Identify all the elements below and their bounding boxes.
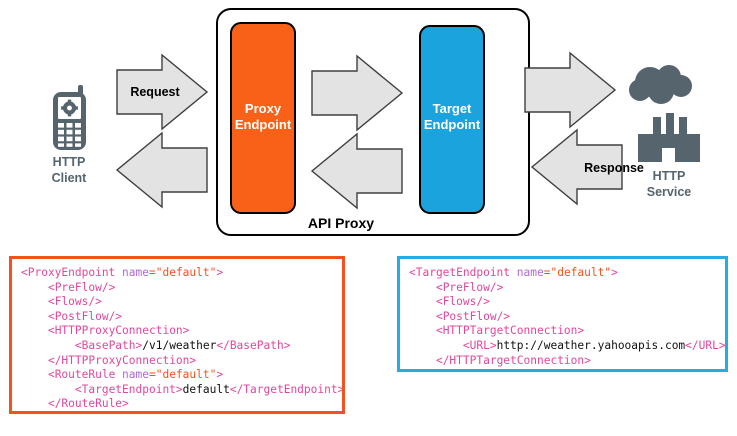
code-token-tag: </BasePath> (216, 338, 291, 352)
code-token-tag: <URL> (462, 338, 497, 352)
cloud-factory-icon (629, 65, 700, 162)
code-token-tag: </TargetEndpoint> (409, 368, 524, 369)
client-inbound-arrow (115, 131, 208, 209)
http-client-label-line2: Client (52, 171, 88, 185)
code-token-tag: <HTTPTargetConnection> (435, 324, 585, 338)
code-token-attr: name (122, 368, 149, 382)
proxy-endpoint-code-block[interactable]: <ProxyEndpoint name="default"> <PreFlow/… (9, 256, 345, 414)
code-token-tag: > (216, 368, 224, 382)
code-token-txt (21, 368, 48, 381)
code-line: <HTTPProxyConnection> (21, 324, 334, 339)
mobile-phone-gear-icon (53, 85, 86, 150)
code-token-txt (21, 295, 48, 308)
code-token-txt (409, 354, 436, 367)
code-token-tag: </URL> (685, 338, 726, 352)
code-token-txt (409, 339, 463, 352)
target-endpoint-label-line2: Endpoint (424, 117, 481, 132)
target-endpoint-label-line1: Target (433, 101, 472, 116)
http-service-label-line2: Service (647, 185, 692, 199)
code-token-tag: <PreFlow/> (47, 280, 116, 294)
code-token-txt: /v1/weather (142, 338, 217, 352)
code-line: <Flows/> (21, 295, 334, 310)
code-token-txt (21, 354, 48, 367)
code-token-txt (21, 281, 48, 294)
code-token-tag: > (216, 266, 224, 279)
code-line: <BasePath>/v1/weather</BasePath> (21, 339, 334, 354)
code-token-tag: </ProxyEndpoint> (21, 412, 129, 414)
code-token-tag: <PreFlow/> (435, 280, 504, 294)
proxy-endpoint-label-line2: Endpoint (235, 117, 292, 132)
code-token-val: ="default" (149, 266, 217, 279)
code-line: <TargetEndpoint>default</TargetEndpoint> (21, 382, 342, 398)
code-token-tag: <TargetEndpoint (409, 266, 517, 279)
code-token-tag: <PostFlow/> (47, 309, 123, 323)
code-token-txt (409, 310, 436, 323)
code-token-tag: <RouteRule (47, 368, 123, 382)
service-inbound-arrow (524, 51, 617, 129)
code-line: <Flows/> (409, 295, 717, 310)
code-token-val: ="default" (149, 368, 217, 382)
code-token-txt (21, 397, 48, 410)
code-token-tag: <Flows/> (47, 295, 102, 309)
code-line: <PostFlow/> (409, 310, 717, 325)
code-token-val: ="default" (543, 266, 612, 279)
code-token-tag: </RouteRule> (47, 397, 129, 411)
code-line: </TargetEndpoint> (409, 368, 717, 369)
code-token-tag: <HTTPProxyConnection> (47, 324, 190, 338)
code-token-tag: <Flows/> (435, 295, 490, 309)
code-token-txt (409, 324, 436, 337)
api-proxy-title: API Proxy (308, 215, 374, 231)
target-to-proxy-arrow (310, 132, 403, 210)
http-client-label-line1: HTTP (53, 155, 86, 169)
code-token-tag: </HTTPProxyConnection> (47, 353, 197, 367)
code-line: <TargetEndpoint name="default"> (409, 266, 717, 281)
code-token-txt (409, 295, 436, 308)
code-token-txt (21, 324, 48, 337)
code-line: <PreFlow/> (409, 281, 717, 296)
http-service-label-line1: HTTP (653, 169, 686, 183)
code-token-attr: name (122, 266, 149, 279)
request-arrow-label: Request (130, 85, 180, 99)
code-token-txt: default (182, 382, 230, 396)
code-token-txt (409, 281, 436, 294)
code-token-tag: > (611, 266, 618, 279)
code-token-tag: </TargetEndpoint> (229, 382, 345, 396)
code-token-tag: <TargetEndpoint> (74, 382, 183, 396)
code-line: <HTTPTargetConnection> (409, 324, 717, 339)
code-token-txt (21, 310, 48, 323)
code-token-tag: <ProxyEndpoint (21, 266, 123, 279)
code-token-attr: name (516, 266, 544, 279)
code-line: <URL>http://weather.yahooapis.com</URL> (409, 338, 725, 354)
proxy-to-target-arrow (311, 54, 404, 132)
code-line: <ProxyEndpoint name="default"> (21, 266, 334, 281)
code-token-tag: <PostFlow/> (435, 309, 511, 323)
request-arrow (116, 53, 209, 131)
code-line: </ProxyEndpoint> (21, 412, 334, 414)
response-arrow-label: Response (584, 161, 644, 175)
proxy-endpoint-box[interactable] (230, 22, 296, 214)
proxy-endpoint-label-line1: Proxy (245, 101, 282, 116)
code-line: <PostFlow/> (21, 310, 334, 325)
code-token-txt: http://weather.yahooapis.com (496, 338, 686, 352)
api-proxy-diagram: Proxy Endpoint Target Endpoint API Proxy… (52, 8, 700, 236)
response-arrow (530, 128, 623, 206)
code-token-txt (21, 339, 75, 352)
code-token-tag: <BasePath> (74, 338, 143, 352)
code-token-tag: </HTTPTargetConnection> (435, 353, 591, 367)
target-endpoint-code-block[interactable]: <TargetEndpoint name="default"> <PreFlow… (397, 256, 728, 372)
code-line: </HTTPProxyConnection> (21, 354, 334, 369)
code-token-txt (21, 383, 75, 396)
code-line: <RouteRule name="default"> (21, 368, 334, 383)
code-line: </RouteRule> (21, 397, 334, 411)
code-line: </HTTPTargetConnection> (409, 354, 717, 369)
code-line: <PreFlow/> (21, 281, 334, 296)
target-endpoint-box[interactable] (419, 25, 485, 214)
